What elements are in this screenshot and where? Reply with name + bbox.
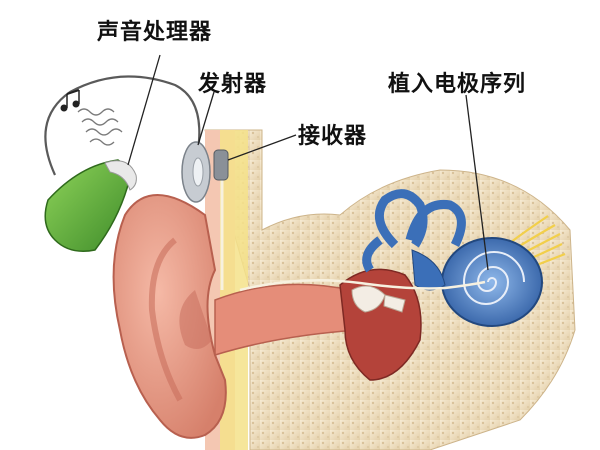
processor-wire [44,75,201,176]
leader-receiver [227,134,297,161]
label-electrode-array: 植入电极序列 [388,72,527,97]
receiver-implant [213,149,229,181]
semicircular-canals [362,189,466,273]
ossicles [351,285,386,313]
leader-transmitter [197,91,215,146]
electrode-spiral [462,251,525,305]
pinna [112,194,227,439]
sound-waves [77,108,123,146]
leader-lines [127,54,489,271]
leader-electrode-array [465,94,489,271]
sound-processor-body [44,159,130,252]
sound-processor-hook [104,160,137,191]
label-transmitter: 发射器 [198,72,268,97]
leader-sound-processor [127,54,161,166]
music-note-icon [60,89,80,112]
label-receiver: 接收器 [298,124,368,149]
electrode-lead-inner [239,278,486,292]
transmitter-coil-center [192,157,204,187]
ossicles-stapes [383,294,406,313]
pinna-concha [179,290,212,349]
label-sound-processor: 声音处理器 [97,20,213,45]
pinna-inner-fold [148,237,183,402]
fat-layer [220,130,248,450]
